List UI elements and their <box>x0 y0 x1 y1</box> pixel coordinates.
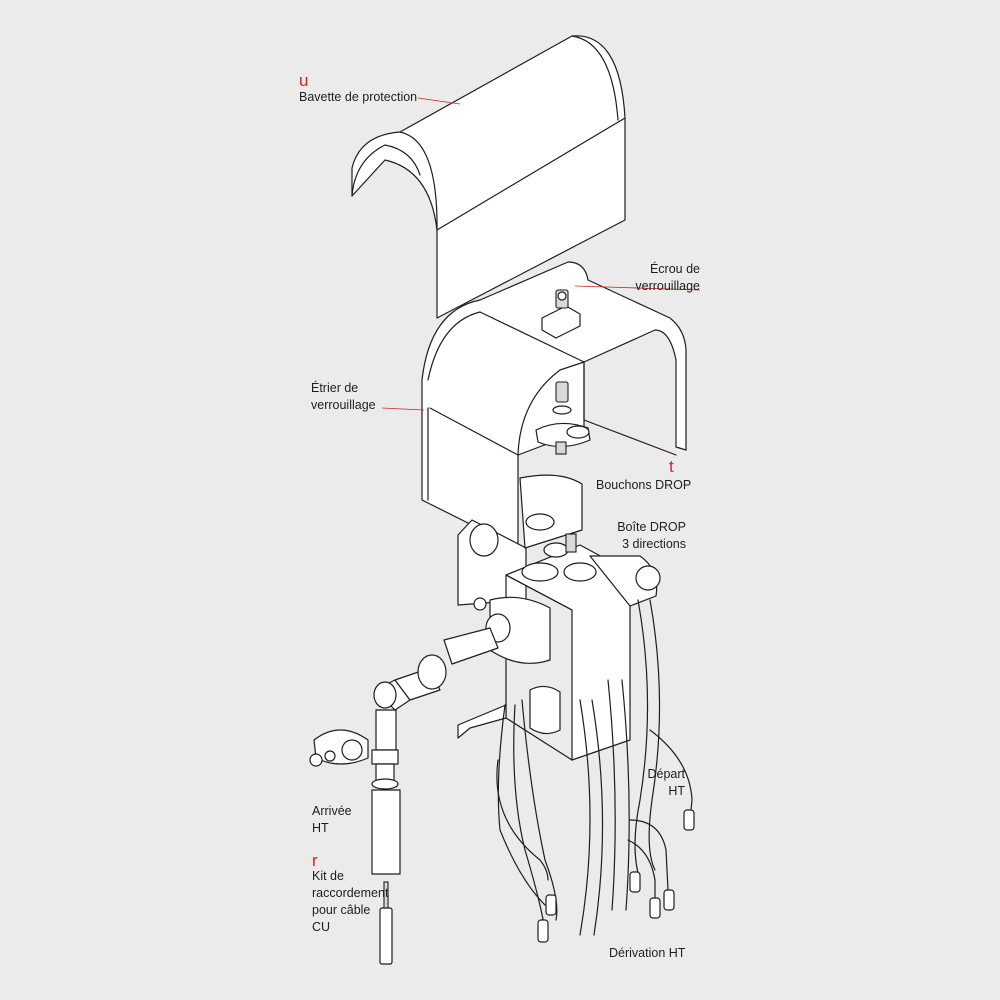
leader-lines <box>381 97 701 411</box>
label-arrivee-ht: Arrivée HT <box>312 803 352 837</box>
label-etrier-de-verrouillage: Étrier de verrouillage <box>311 380 376 414</box>
label-kit-line-1: Kit de <box>312 869 344 883</box>
label-etrier-line-2: verrouillage <box>311 398 376 412</box>
bavette-de-protection-part <box>351 35 626 319</box>
letter-t: t <box>669 457 674 476</box>
label-ecrou-line-2: verrouillage <box>635 279 700 293</box>
letter-r: r <box>312 851 318 870</box>
label-kit-line-3: pour câble <box>312 903 371 917</box>
label-kit-line-2: raccordement <box>312 886 389 900</box>
label-bavette-de-protection: Bavette de protection <box>299 90 418 104</box>
label-depart-line-1: Départ <box>647 767 685 781</box>
label-ecrou-de-verrouillage: Écrou de verrouillage <box>600 261 700 295</box>
label-boite-drop: Boîte DROP 3 directions <box>585 519 686 553</box>
arrivee-ht-part <box>309 627 499 875</box>
ecrou-de-verrouillage-part <box>541 289 581 339</box>
label-kit-line-4: CU <box>312 920 331 934</box>
label-depart-ht: Départ HT <box>620 766 685 800</box>
label-arrivee-line-1: Arrivée <box>312 804 352 818</box>
label-boite-line-2: 3 directions <box>622 537 686 551</box>
label-derivation-ht: Dérivation HT <box>609 946 686 960</box>
label-etrier-line-1: Étrier de <box>311 381 359 395</box>
bouchons-drop-part <box>535 381 591 455</box>
label-boite-line-1: Boîte DROP <box>617 520 686 534</box>
label-arrivee-line-2: HT <box>312 821 329 835</box>
letter-u: u <box>299 71 309 90</box>
etrier-de-verrouillage-part <box>421 261 687 549</box>
label-depart-line-2: HT <box>668 784 685 798</box>
boite-drop-part <box>457 474 661 761</box>
label-bouchons-drop: Bouchons DROP <box>596 478 692 492</box>
label-kit-de-raccordement: Kit de raccordement pour câble CU <box>312 868 388 936</box>
cables <box>496 599 695 943</box>
kit-de-raccordement-part <box>379 881 393 965</box>
label-ecrou-line-1: Écrou de <box>649 262 700 276</box>
